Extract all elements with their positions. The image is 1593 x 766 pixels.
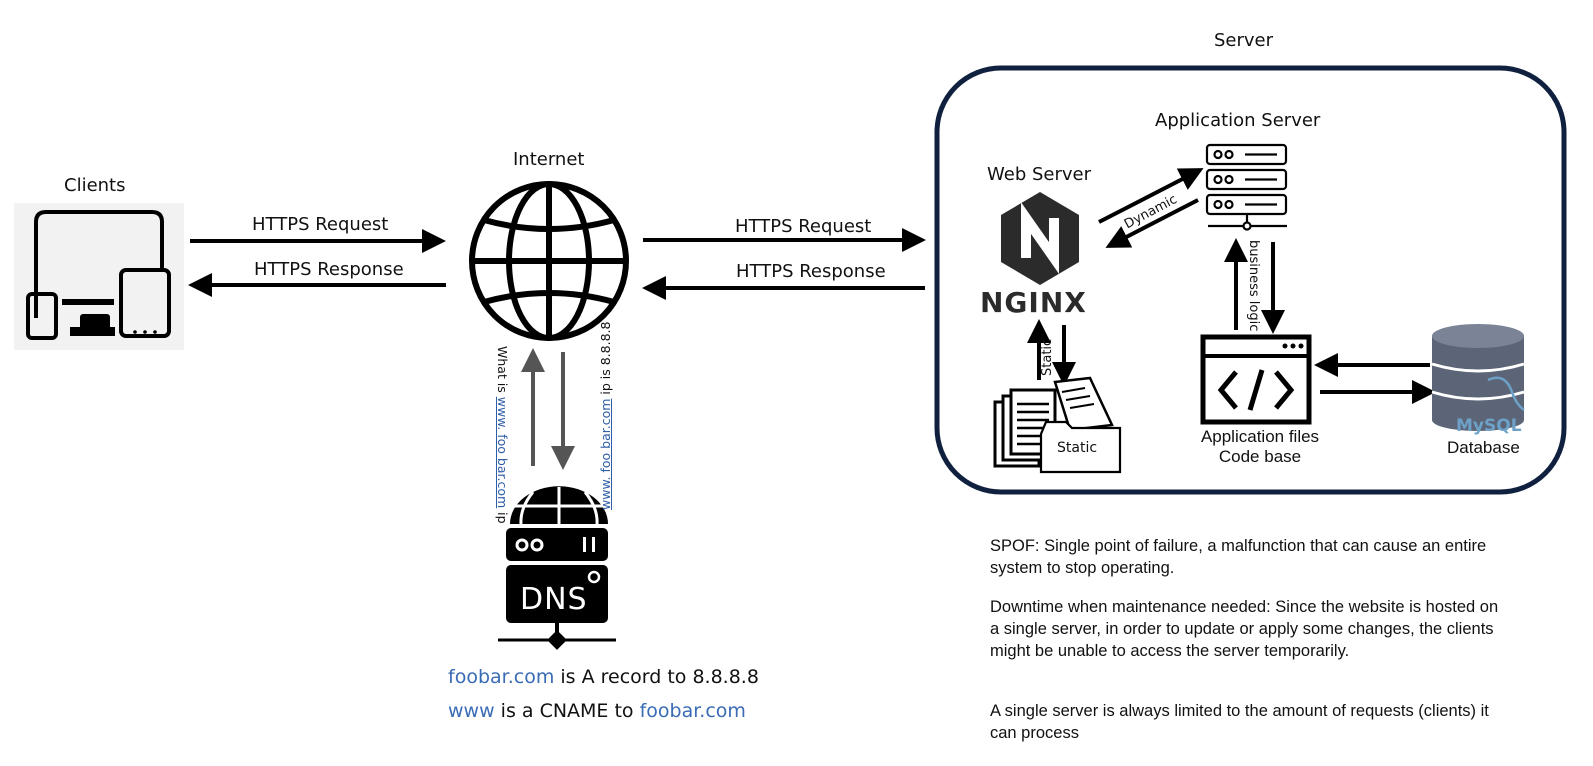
code-window-icon [1200, 334, 1312, 425]
note-spof: SPOF: Single point of failure, a malfunc… [990, 537, 1487, 577]
left-request-label: HTTPS Request [252, 214, 389, 235]
app-files-line2: Code base [1218, 447, 1302, 466]
static-arrow-label: Static [1040, 338, 1055, 376]
dns-icon-label: DNS [520, 582, 588, 617]
dns-record-a: foobar.com is A record to 8.8.8.8 [448, 666, 759, 688]
database-icon [1431, 324, 1525, 431]
left-response-label: HTTPS Response [254, 259, 404, 280]
mysql-logo-text: MySQL [1456, 416, 1522, 436]
globe-icon [469, 181, 629, 341]
app-files-line1: Application files [1200, 427, 1320, 446]
app-server-rack-icon [1205, 143, 1288, 231]
nginx-logo-text: NGINX [980, 286, 1087, 319]
dynamic-request-arrow [1098, 168, 1204, 224]
server-box [934, 65, 1567, 495]
server-title: Server [1214, 30, 1274, 51]
app-server-title: Application Server [1155, 110, 1321, 131]
dns-record-cname: www is a CNAME to foobar.com [448, 700, 746, 722]
static-folder-label: Static [1057, 440, 1098, 456]
dns-server-icon [498, 486, 616, 650]
note-downtime: Downtime when maintenance needed: Since … [990, 598, 1499, 660]
database-label: Database [1447, 438, 1520, 457]
static-files-icon [993, 376, 1122, 474]
dynamic-response-arrow [1105, 198, 1199, 248]
clients-devices-icon [14, 203, 184, 350]
right-response-label: HTTPS Response [736, 261, 886, 282]
dns-query-label: What is www. foo bar.com ip [495, 346, 510, 524]
internet-title: Internet [513, 149, 585, 170]
app-files-label: Application files Code base [1190, 427, 1330, 467]
clients-title: Clients [64, 175, 126, 196]
nginx-logo-icon [1001, 192, 1079, 285]
web-server-title: Web Server [987, 164, 1091, 185]
right-request-label: HTTPS Request [735, 216, 872, 237]
note-scaling: A single server is always limited to the… [990, 702, 1489, 742]
business-logic-label: business logic [1246, 240, 1261, 332]
dns-answer-label: www. foo bar.com ip is 8.8.8.8 [598, 321, 613, 510]
